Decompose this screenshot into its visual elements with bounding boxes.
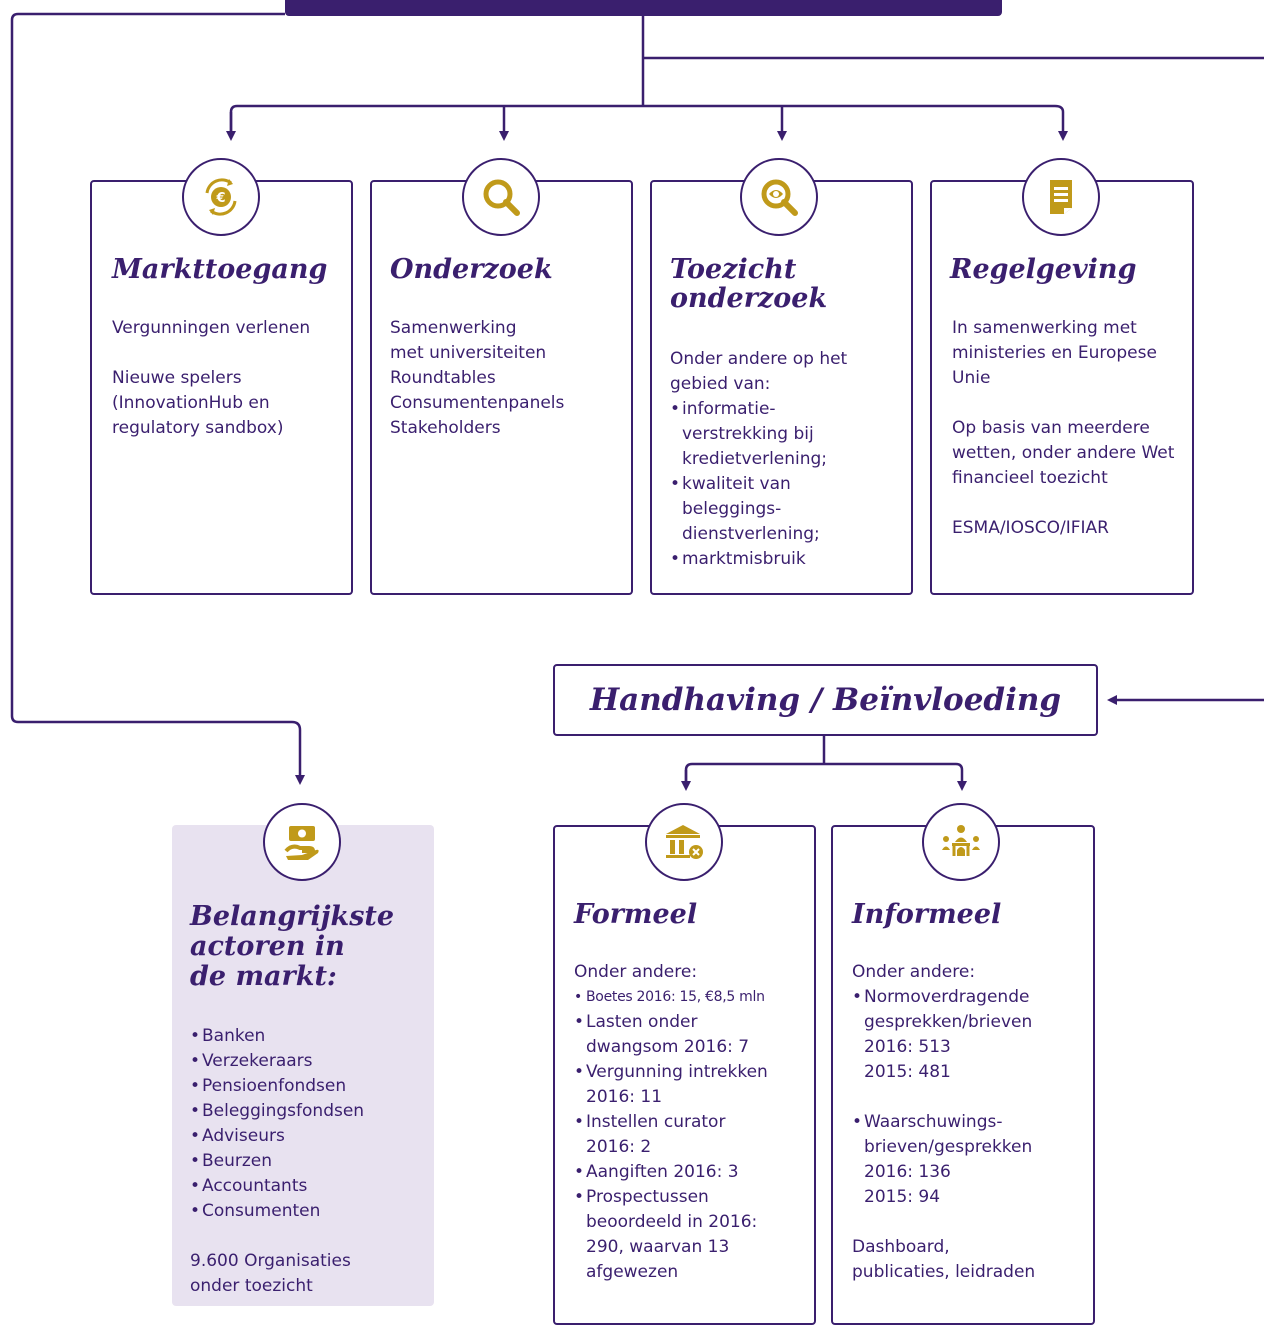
list-item: Aangiften 2016: 3	[574, 1160, 799, 1185]
toezicht-intro: Onder andere op het gebied van:	[670, 349, 848, 394]
regelgeving-text-2: Op basis van meerdere wetten, onder ande…	[952, 418, 1175, 488]
handhaving-box: Handhaving / Beïnvloeding	[553, 664, 1098, 736]
list-item: informatie-verstrekking bij kredietverle…	[670, 397, 870, 472]
list-item: Pensioenfondsen	[190, 1074, 422, 1099]
markttoegang-title: Markttoegang	[112, 254, 328, 285]
regelgeving-body: In samenwerking met ministeries en Europ…	[952, 316, 1180, 541]
actoren-list: Banken Verzekeraars Pensioenfondsen Bele…	[190, 1024, 422, 1224]
formeel-title: Formeel	[574, 899, 698, 930]
list-item: Verzekeraars	[190, 1049, 422, 1074]
onderzoek-text-5: Stakeholders	[390, 418, 501, 438]
informeel-item-1-text: Normoverdragende gesprekken/brieven	[864, 987, 1033, 1032]
actoren-footer: 9.600 Organisaties onder toezicht	[190, 1251, 351, 1296]
actoren-title-line-3: de markt:	[190, 961, 337, 992]
list-item: marktmisbruik	[670, 547, 870, 572]
onderzoek-text-3: Roundtables	[390, 368, 496, 388]
markttoegang-body: Vergunningen verlenen Nieuwe spelers (In…	[112, 316, 337, 441]
informeel-item-1-2015: 2015: 481	[864, 1062, 951, 1082]
informeel-item-2-2016: 2016: 136	[864, 1162, 951, 1182]
formeel-list: Boetes 2016: 15, €8,5 mln Lasten onder d…	[574, 985, 799, 1285]
list-item: Accountants	[190, 1174, 422, 1199]
list-item: Waarschuwings-brieven/gesprekken 2016: 1…	[852, 1110, 1080, 1210]
actoren-title-line-1: Belangrijkste	[190, 901, 395, 932]
onderzoek-text-2: met universiteiten	[390, 343, 547, 363]
list-item: Banken	[190, 1024, 422, 1049]
list-item: Beurzen	[190, 1149, 422, 1174]
onderzoek-body: Samenwerking met universiteiten Roundtab…	[390, 316, 620, 441]
informeel-footer: Dashboard, publicaties, leidraden	[852, 1237, 1036, 1282]
markttoegang-text-1: Vergunningen verlenen	[112, 318, 311, 338]
toezicht-title-line-1: Toezicht	[670, 254, 797, 285]
money-hand-icon	[263, 803, 341, 881]
informeel-list-2: Waarschuwings-brieven/gesprekken 2016: 1…	[852, 1110, 1080, 1210]
markttoegang-text-2: Nieuwe spelers (InnovationHub en regulat…	[112, 368, 284, 438]
regelgeving-text-1: In samenwerking met ministeries en Europ…	[952, 318, 1157, 388]
list-item: Lasten onder dwangsom 2016: 7	[574, 1010, 756, 1060]
actoren-title-line-2: actoren in	[190, 931, 345, 962]
svg-text:€: €	[215, 191, 225, 206]
document-icon	[1022, 158, 1100, 236]
toezicht-title-line-2: onderzoek	[670, 283, 828, 314]
regelgeving-card	[930, 180, 1194, 595]
connector-to-actors	[10, 12, 305, 785]
list-item: Beleggingsfondsen	[190, 1099, 422, 1124]
informeel-intro: Onder andere:	[852, 962, 976, 982]
informeel-item-2-text: Waarschuwings-brieven/gesprekken	[864, 1112, 1033, 1157]
onderzoek-text-1: Samenwerking	[390, 318, 517, 338]
formeel-intro: Onder andere:	[574, 962, 698, 982]
connector-top-row	[229, 104, 1068, 141]
list-item: Instellen curator 2016: 2	[574, 1110, 756, 1160]
informeel-item-2-2015: 2015: 94	[864, 1187, 941, 1207]
onderzoek-text-4: Consumentenpanels	[390, 393, 565, 413]
magnifier-icon	[462, 158, 540, 236]
informeel-item-1-2016: 2016: 513	[864, 1037, 951, 1057]
list-item: kwaliteit van beleggings-dienstverlening…	[670, 472, 870, 547]
informeel-body: Onder andere: Normoverdragende gesprekke…	[852, 960, 1080, 1285]
informeel-list-1: Normoverdragende gesprekken/brieven 2016…	[852, 985, 1080, 1085]
list-item: Vergunning intrekken 2016: 11	[574, 1060, 799, 1110]
actoren-title: Belangrijkste actoren in de markt:	[190, 902, 394, 992]
list-item: Boetes 2016: 15, €8,5 mln	[574, 985, 799, 1010]
actoren-body: Banken Verzekeraars Pensioenfondsen Bele…	[190, 1024, 422, 1299]
toezicht-list: informatie-verstrekking bij kredietverle…	[670, 397, 870, 572]
toezicht-body: Onder andere op het gebied van: informat…	[670, 347, 870, 572]
list-item: Consumenten	[190, 1199, 422, 1224]
connector-hh-branch	[684, 762, 967, 791]
list-item: Adviseurs	[190, 1124, 422, 1149]
formeel-body: Onder andere: Boetes 2016: 15, €8,5 mln …	[574, 960, 799, 1285]
list-item: Prospectussen beoordeeld in 2016: 290, w…	[574, 1185, 799, 1285]
top-header-bar	[285, 0, 1002, 16]
onderzoek-title: Onderzoek	[390, 254, 553, 285]
regelgeving-title: Regelgeving	[950, 254, 1137, 285]
eye-magnifier-icon	[740, 158, 818, 236]
markttoegang-card	[90, 180, 353, 595]
bank-cross-icon	[645, 803, 723, 881]
list-item: Normoverdragende gesprekken/brieven 2016…	[852, 985, 1080, 1085]
meeting-icon	[922, 803, 1000, 881]
regelgeving-text-3: ESMA/IOSCO/IFIAR	[952, 518, 1109, 538]
toezicht-title: Toezicht onderzoek	[670, 255, 827, 313]
informeel-title: Informeel	[852, 899, 1002, 930]
euro-cycle-icon: €	[182, 158, 260, 236]
